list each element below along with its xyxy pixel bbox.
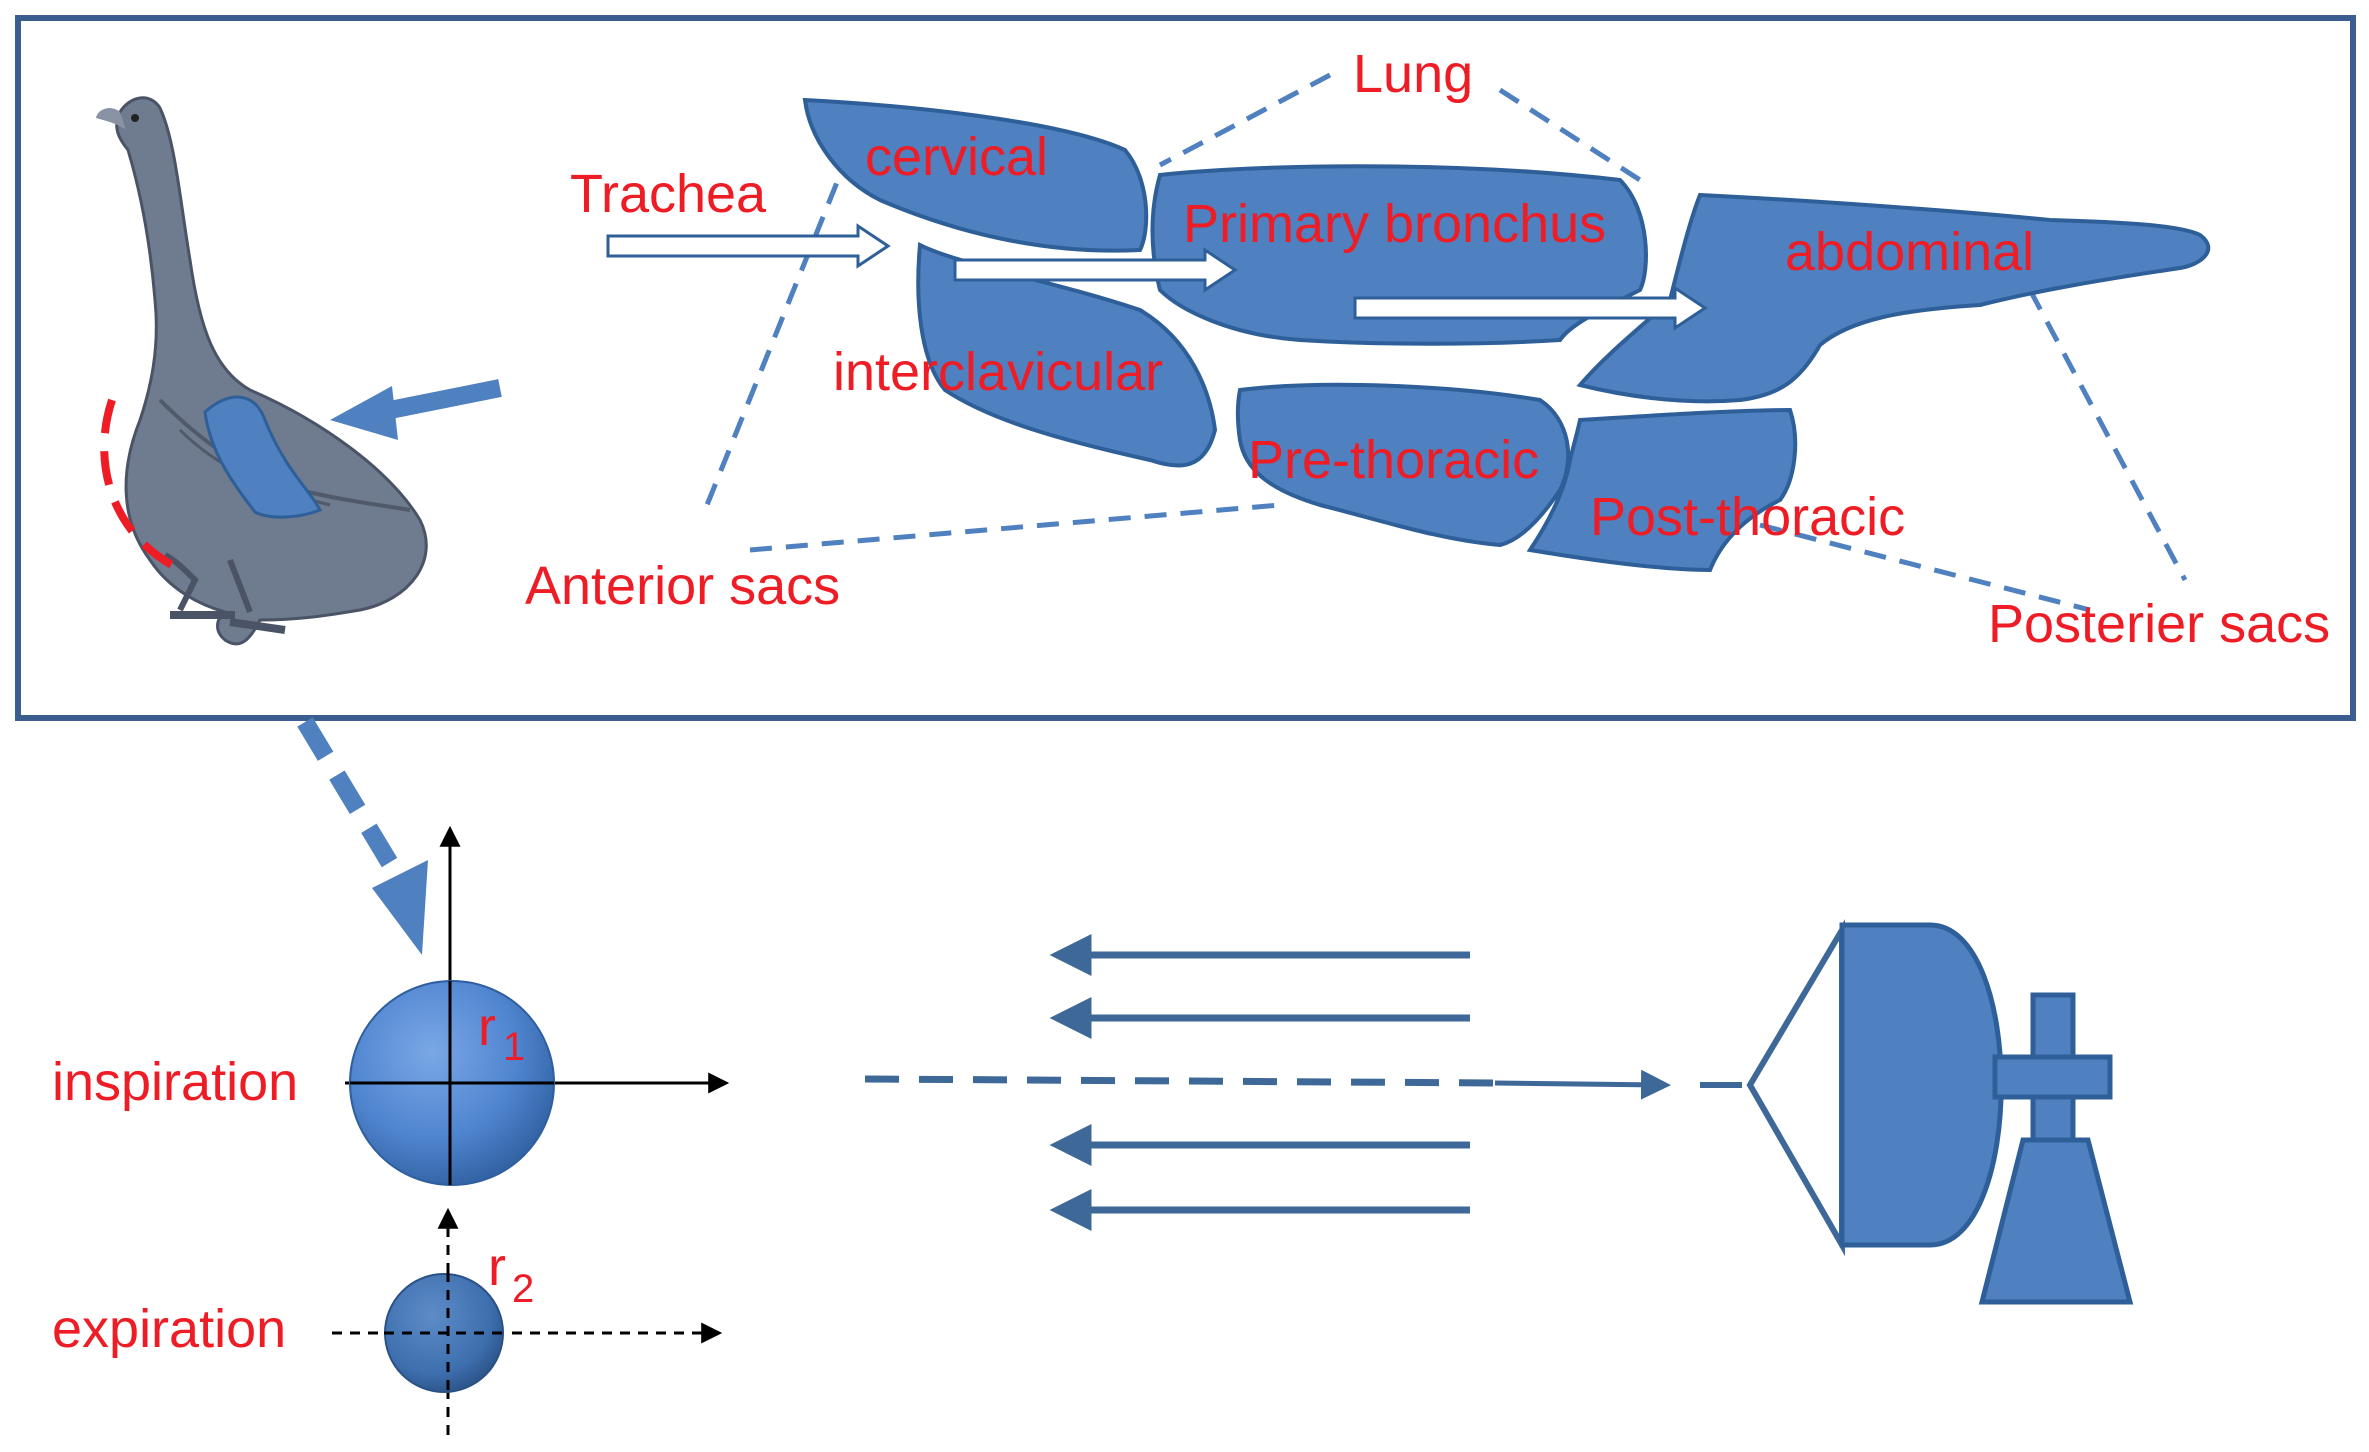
label-posterior-sacs: Posterier sacs: [1988, 594, 2330, 654]
red-dashed-arc: [100, 398, 174, 569]
abdominal-sac: [1576, 192, 2211, 404]
return-signal-arrow: [864, 1069, 1742, 1100]
goose-icon: [96, 96, 428, 646]
label-r1-subscript: 1: [503, 1025, 525, 1069]
bronchus-arrow-2: [1353, 285, 1708, 331]
label-r2-subscript: 2: [512, 1267, 534, 1311]
down-dashed-arrow: [297, 717, 428, 955]
post-thoracic-sac: [1526, 407, 1798, 573]
airflow-arrows: [606, 223, 1708, 331]
label-primary-bronchus: Primary bronchus: [1183, 194, 1606, 254]
pre-thoracic-sac: [1235, 382, 1571, 548]
label-anterior-sacs: Anterior sacs: [525, 556, 840, 616]
pointer-arrow: [330, 379, 502, 440]
incident-wave-arrows: [1049, 934, 1470, 1231]
label-cervical: cervical: [865, 127, 1048, 187]
label-lung: Lung: [1353, 44, 1473, 104]
interclavicular-sac: [916, 241, 1218, 468]
label-trachea: Trachea: [570, 164, 767, 224]
label-r2: r: [488, 1237, 506, 1297]
cervical-sac: [802, 97, 1149, 253]
label-post-thoracic: Post-thoracic: [1590, 487, 1905, 547]
label-interclavicular: interclavicular: [833, 342, 1163, 402]
radar-antenna-icon: [1746, 919, 2134, 1305]
bronchus-arrow-1: [953, 247, 1238, 293]
expiration-axes-overlay: [384, 1272, 504, 1394]
inspiration-axes-overlay: [350, 981, 554, 1185]
top-panel-frame: [15, 15, 2356, 721]
label-r1: r: [478, 997, 496, 1057]
label-abdominal: abdominal: [1785, 222, 2034, 282]
goose-air-sac-patch: [203, 395, 323, 519]
label-inspiration: inspiration: [52, 1052, 298, 1112]
trachea-arrow: [606, 223, 891, 269]
dashed-guides: [702, 72, 2188, 613]
label-expiration: expiration: [52, 1299, 286, 1359]
label-pre-thoracic: Pre-thoracic: [1248, 430, 1539, 490]
